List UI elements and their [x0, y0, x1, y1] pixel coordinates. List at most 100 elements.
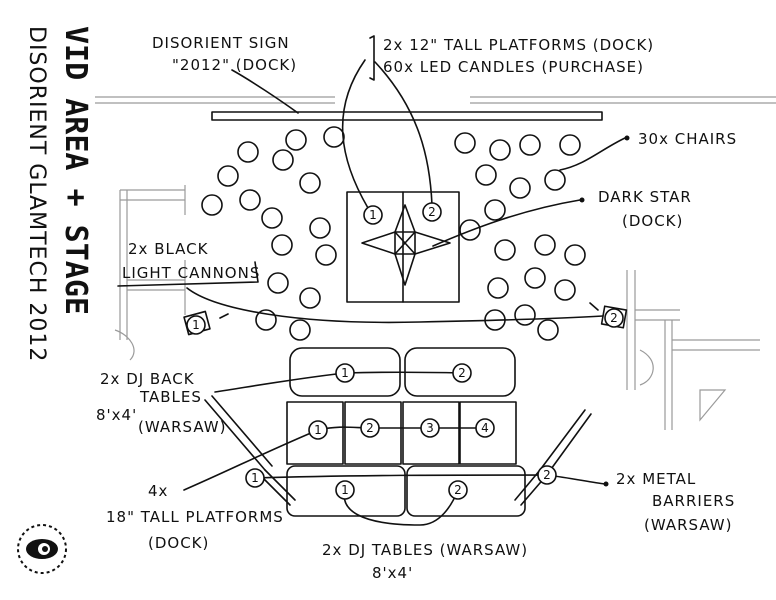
marker-cannons: 1: [186, 315, 206, 335]
marker-number: 1: [341, 483, 349, 497]
chair-icon: [489, 139, 511, 161]
marker-barriers: 2: [537, 465, 557, 485]
chair-icon: [237, 141, 259, 163]
barriers-source: (WARSAW): [644, 516, 732, 534]
chair-icon: [255, 309, 277, 331]
chair-icon: [272, 149, 294, 171]
marker-number: 2: [428, 205, 436, 219]
label-dj-tables: 2x DJ TABLES (WARSAW) 8'x4': [322, 541, 528, 582]
marker-tall-platforms: 3: [420, 418, 440, 438]
room-walls: [95, 96, 776, 430]
title-line-1: VID AREA + STAGE: [58, 26, 93, 315]
chair-icon: [315, 244, 337, 266]
label-tall-platforms: 4x 18" TALL PLATFORMS (DOCK): [106, 482, 284, 552]
barriers-label-line1: 2x METAL: [616, 470, 696, 488]
chair-icon: [514, 304, 536, 326]
chair-icon: [285, 129, 307, 151]
barriers-label-line2: BARRIERS: [652, 492, 735, 510]
marker-number: 1: [341, 366, 349, 380]
cannons-label-line1: 2x BLACK: [128, 240, 209, 258]
chair-icon: [537, 319, 559, 341]
chair-icon: [524, 267, 546, 289]
chair-icon: [564, 244, 586, 266]
back-tables-size: 8'x4': [96, 406, 137, 424]
chair-icon: [289, 319, 311, 341]
marker-number: 3: [426, 421, 434, 435]
dark-star-source: (DOCK): [622, 212, 683, 230]
marker-candle-platforms: 2: [422, 202, 442, 222]
marker-number: 1: [192, 318, 200, 332]
chair-icon: [554, 279, 576, 301]
eye-logo-icon: [17, 524, 67, 574]
vertical-title: VID AREA + STAGE: [58, 26, 93, 315]
marker-number: 1: [251, 471, 259, 485]
dark-star-label: DARK STAR: [598, 188, 692, 206]
marker-candle-platforms: 1: [363, 205, 383, 225]
label-metal-barriers: 2x METAL BARRIERS (WARSAW): [603, 470, 735, 534]
disorient-sign-bar: [211, 111, 603, 121]
back-tables-label-line1: 2x DJ BACK: [100, 370, 195, 388]
marker-tall-platforms: 1: [308, 420, 328, 440]
label-dj-back-tables: 2x DJ BACK TABLES 8'x4' (WARSAW): [96, 370, 226, 436]
back-tables-label-line2: TABLES: [139, 388, 202, 406]
chair-icon: [309, 217, 331, 239]
marker-barriers: 1: [245, 468, 265, 488]
chair-icon: [459, 219, 481, 241]
dj-tables-size: 8'x4': [372, 564, 413, 582]
metal-barriers: [204, 395, 592, 506]
title-line-2: DISORIENT GLAMTECH 2012: [24, 26, 49, 362]
chair-icon: [487, 277, 509, 299]
vertical-subtitle: DISORIENT GLAMTECH 2012: [24, 26, 49, 362]
brace: [369, 35, 375, 81]
sign-label-line2: "2012" (DOCK): [172, 56, 297, 74]
marker-dj-tables: 2: [448, 480, 468, 500]
tall-platforms-label: 18" TALL PLATFORMS: [106, 508, 284, 526]
chair-icon: [534, 234, 556, 256]
marker-number: 2: [610, 311, 618, 325]
chair-icon: [261, 207, 283, 229]
chair-icon: [475, 164, 497, 186]
marker-tall-platforms: 4: [475, 418, 495, 438]
marker-number: 2: [458, 366, 466, 380]
tall-platforms-source: (DOCK): [148, 534, 209, 552]
dark-star-icon: [361, 204, 451, 286]
chair-icon: [271, 234, 293, 256]
marker-back-tables: 2: [452, 363, 472, 383]
chair-icon: [299, 287, 321, 309]
chair-icon: [323, 126, 345, 148]
marker-tall-platforms: 2: [360, 418, 380, 438]
platforms-label: 2x 12" TALL PLATFORMS (DOCK): [383, 36, 654, 54]
chair-icon: [559, 134, 581, 156]
marker-number: 1: [369, 208, 377, 222]
chairs-label: 30x CHAIRS: [638, 130, 737, 148]
marker-number: 2: [366, 421, 374, 435]
label-sign: DISORIENT SIGN "2012" (DOCK): [152, 34, 297, 74]
chair-icon: [484, 199, 506, 221]
chair-icon: [201, 194, 223, 216]
chair-icon: [454, 132, 476, 154]
sign-label-line1: DISORIENT SIGN: [152, 34, 290, 52]
chair-icon: [519, 134, 541, 156]
chair-icon: [239, 189, 261, 211]
marker-number: 1: [314, 423, 322, 437]
back-tables-source: (WARSAW): [138, 418, 226, 436]
leader-lines: [183, 59, 626, 526]
chair-icon: [494, 239, 516, 261]
numbered-markers: 1 2 1 2 1 2 1 2 3 4 1 2 1 2: [186, 202, 624, 500]
cannons-label-line2: LIGHT CANNONS: [122, 264, 260, 282]
tall-platforms: [286, 401, 517, 465]
candles-label: 60x LED CANDLES (PURCHASE): [383, 58, 644, 76]
marker-back-tables: 1: [335, 363, 355, 383]
marker-number: 4: [481, 421, 489, 435]
chair-icon: [544, 169, 566, 191]
marker-cannons: 2: [604, 308, 624, 328]
dj-tables-label: 2x DJ TABLES (WARSAW): [322, 541, 528, 559]
dj-tables: [286, 465, 526, 517]
label-light-cannons: 2x BLACK LIGHT CANNONS: [117, 240, 260, 287]
marker-number: 2: [454, 483, 462, 497]
tall-platforms-count: 4x: [148, 482, 168, 500]
marker-number: 2: [543, 468, 551, 482]
chair-icon: [509, 177, 531, 199]
